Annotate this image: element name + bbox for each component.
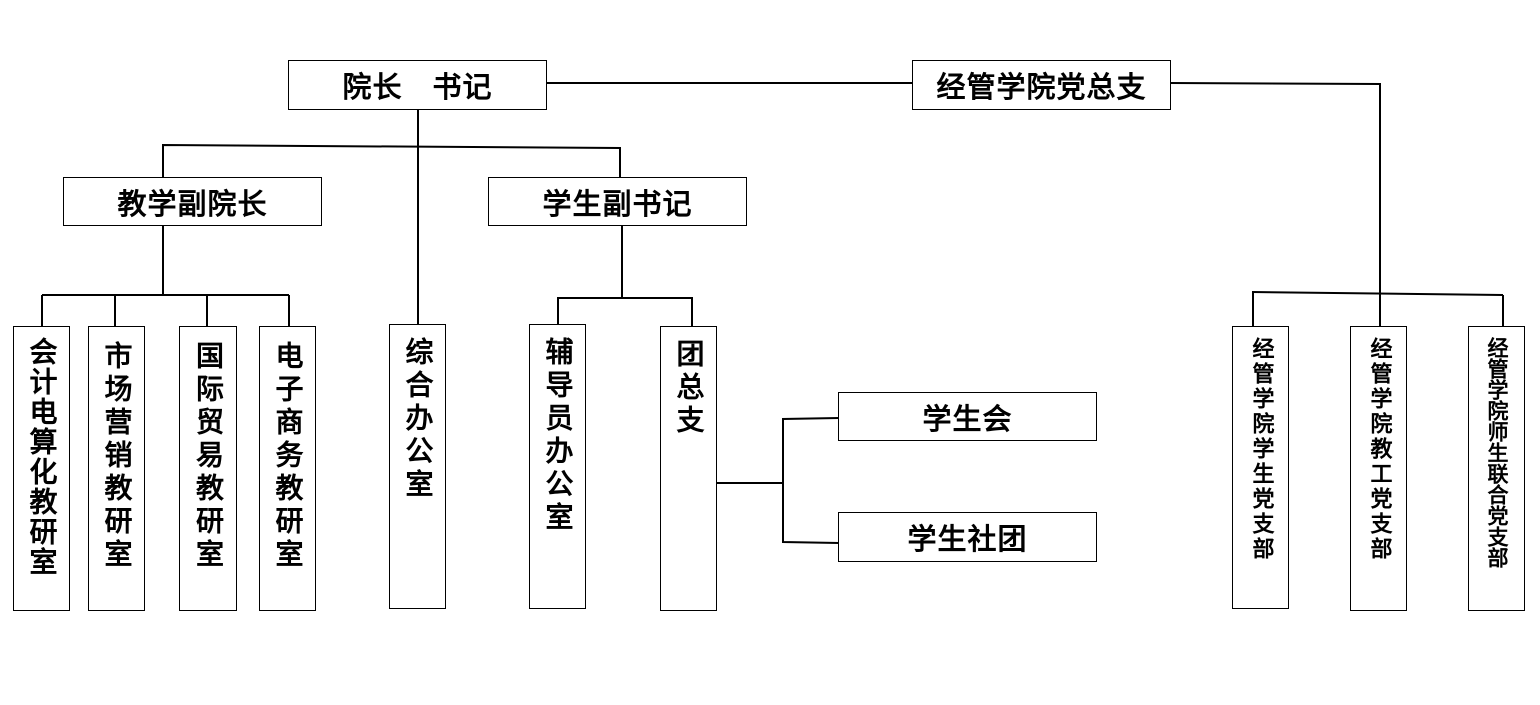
connector-deputies-bus <box>162 143 621 178</box>
dean-secretary-box: 院长 书记 <box>288 60 547 110</box>
party-branch-unit-label: 经管学院学生党支部 <box>1248 337 1274 562</box>
connector-student-bus <box>557 297 693 327</box>
dean-secretary-label: 院长 书记 <box>342 70 493 104</box>
teaching-unit-label: 会计电算化教研室 <box>25 337 59 577</box>
party-branch-unit-label: 经管学院教工党支部 <box>1366 337 1392 562</box>
party-branch-label: 经管学院党总支 <box>936 70 1147 104</box>
teaching-unit-box: 会计电算化教研室 <box>13 326 70 611</box>
party-branch-box: 经管学院党总支 <box>912 60 1171 110</box>
teaching-unit-label: 电子商务教研室 <box>271 341 305 572</box>
student-vice-secretary-label: 学生副书记 <box>542 186 693 221</box>
student-clubs-label: 学生社团 <box>907 522 1028 556</box>
teaching-vice-dean-label: 教学副院长 <box>117 186 268 221</box>
teaching-unit-label: 市场营销教研室 <box>100 341 134 572</box>
party-branch-unit-box: 经管学院学生党支部 <box>1232 326 1289 609</box>
student-clubs-box: 学生社团 <box>838 512 1097 562</box>
connector-league-bus <box>782 417 840 544</box>
general-office-label: 综合办公室 <box>401 337 435 502</box>
teaching-unit-box: 国际贸易教研室 <box>179 326 237 611</box>
counselor-office-box: 辅导员办公室 <box>529 324 586 609</box>
party-branch-unit-box: 经管学院教工党支部 <box>1350 326 1407 611</box>
teaching-unit-box: 市场营销教研室 <box>88 326 145 611</box>
league-branch-box: 团总支 <box>660 326 717 611</box>
teaching-unit-label: 国际贸易教研室 <box>192 341 225 572</box>
teaching-vice-dean-box: 教学副院长 <box>63 177 322 226</box>
connector-party-branches <box>1169 82 1381 327</box>
connector-branches-bus <box>1251 291 1504 296</box>
league-branch-label: 团总支 <box>672 339 706 438</box>
party-branch-unit-box: 经管学院师生联合党支部 <box>1468 326 1525 611</box>
student-union-label: 学生会 <box>922 401 1013 436</box>
student-union-box: 学生会 <box>838 392 1097 441</box>
counselor-office-label: 辅导员办公室 <box>541 337 575 535</box>
party-branch-unit-label: 经管学院师生联合党支部 <box>1485 337 1509 568</box>
general-office-box: 综合办公室 <box>389 324 446 609</box>
student-vice-secretary-box: 学生副书记 <box>488 177 747 226</box>
teaching-unit-box: 电子商务教研室 <box>259 326 316 611</box>
